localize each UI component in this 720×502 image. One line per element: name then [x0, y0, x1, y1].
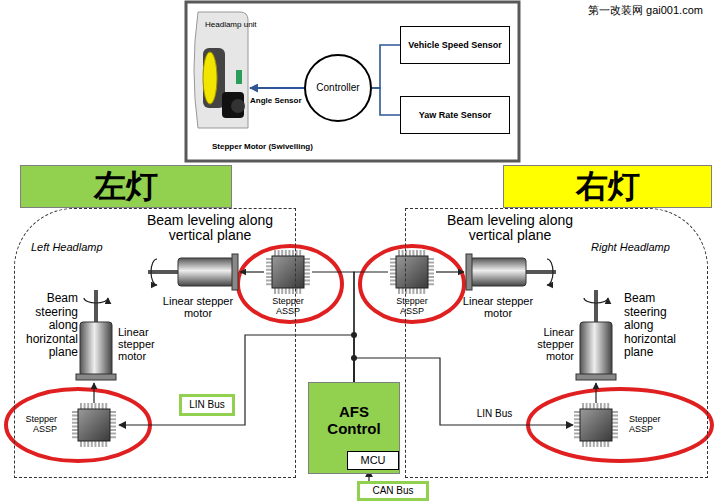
chip-symbol: [577, 406, 615, 444]
chip-symbol: [393, 253, 431, 291]
bus-tag: LIN Bus: [179, 394, 235, 416]
connector: [354, 272, 388, 382]
node-text: CAN Bus: [372, 485, 413, 497]
motor-shaft: [594, 290, 598, 322]
sensor-box: Vehicle Speed Sensor: [400, 26, 510, 64]
motor-flange: [576, 374, 616, 380]
node-text: Stepper ASSP: [629, 414, 673, 434]
drive-arrow: [436, 271, 464, 272]
drive-arrow: [93, 383, 94, 403]
rotation-arrow: [84, 298, 108, 303]
side-banner: 左灯: [20, 165, 232, 208]
headlamp-reflector: [203, 48, 225, 108]
stepper-chip: Stepper ASSP: [17, 400, 119, 450]
drive-arrow: [240, 271, 264, 272]
motor-shaft: [94, 290, 98, 322]
node-text: MCU: [360, 454, 385, 467]
part-label: Linear stepper motor: [522, 326, 574, 362]
linear-stepper-motor: [178, 258, 234, 286]
rotation-arrow: [584, 298, 608, 303]
chip-symbol: [75, 406, 113, 444]
linear-stepper-motor: [80, 322, 112, 376]
bus-label: LIN Bus: [475, 408, 515, 419]
text-block: Stepper ASSP: [264, 296, 312, 316]
node-text: Stepper ASSP: [17, 414, 57, 434]
connector: [312, 272, 354, 382]
node-text: Right Headlamp: [591, 241, 701, 254]
node-text: Yaw Rate Sensor: [419, 110, 492, 120]
node-text: 左灯: [94, 168, 158, 205]
part-label: Angle Sensor: [250, 96, 310, 105]
headlamp-lens: [203, 52, 217, 104]
text-block: Right Headlamp: [591, 241, 701, 254]
linear-stepper-motor: [580, 322, 612, 376]
watermark: 第一改装网 gai001.com: [588, 4, 718, 17]
node-text: Left Headlamp: [31, 241, 151, 254]
drive-arrow: [595, 383, 596, 403]
side-banner: 右灯: [503, 165, 712, 208]
node-text: Stepper ASSP: [388, 296, 436, 316]
highlight-ring: [238, 246, 342, 322]
function-note: Beam steering along horizontal plane: [624, 292, 684, 360]
stepper-chip: Stepper ASSP: [264, 250, 312, 316]
connector: [372, 45, 400, 88]
highlight-ring: [360, 246, 464, 322]
node-text: LIN Bus: [189, 399, 225, 411]
node-text: Vehicle Speed Sensor: [408, 40, 502, 50]
part-label: Stepper Motor (Swivelling): [212, 142, 352, 151]
text-block: AFS Control: [319, 403, 389, 437]
part-label: Headlamp unit: [205, 20, 285, 29]
stepper-chip: Stepper ASSP: [388, 250, 436, 316]
angle-sensor: [236, 70, 242, 84]
text-block: Left Headlamp: [31, 241, 151, 254]
bus-tag: CAN Bus: [357, 481, 429, 501]
node-text: Controller: [316, 82, 359, 94]
chip-symbol: [269, 253, 307, 291]
part-label: Linear stepper motor: [158, 295, 238, 319]
headlamp-housing: [194, 12, 248, 128]
rotation-arrow: [151, 259, 157, 285]
function-note: Beam steering along horizontal plane: [18, 292, 78, 360]
stepper-chip: Stepper ASSP: [573, 400, 673, 450]
motor-shaft: [148, 270, 178, 274]
motor-shaft: [526, 270, 556, 274]
rotation-arrow: [547, 259, 553, 285]
sensor-box: Yaw Rate Sensor: [400, 96, 510, 134]
function-note: Beam leveling along vertical plane: [440, 213, 580, 243]
node-text: AFS Control: [319, 403, 389, 437]
part-label: Linear stepper motor: [118, 326, 168, 362]
motor-flange: [76, 374, 116, 380]
swivel-motor-hub: [231, 99, 245, 113]
text-block: Stepper ASSP: [629, 414, 673, 434]
connector: [372, 88, 400, 115]
swivel-motor: [222, 92, 244, 118]
linear-stepper-motor: [470, 258, 526, 286]
inset-frame: [186, 2, 519, 161]
function-note: Beam leveling along vertical plane: [140, 213, 280, 243]
controller-circle: Controller: [304, 54, 372, 122]
afs-control-box: AFS ControlMCU: [308, 382, 400, 474]
text-block: Stepper ASSP: [17, 414, 57, 434]
part-label: Linear stepper motor: [458, 295, 538, 319]
motor-flange: [232, 254, 238, 290]
mcu-box: MCU: [347, 451, 399, 470]
text-block: Stepper ASSP: [388, 296, 436, 316]
node-text: 右灯: [576, 168, 640, 205]
control-arrow: [250, 87, 304, 89]
node-text: Stepper ASSP: [264, 296, 312, 316]
motor-flange: [466, 254, 472, 290]
